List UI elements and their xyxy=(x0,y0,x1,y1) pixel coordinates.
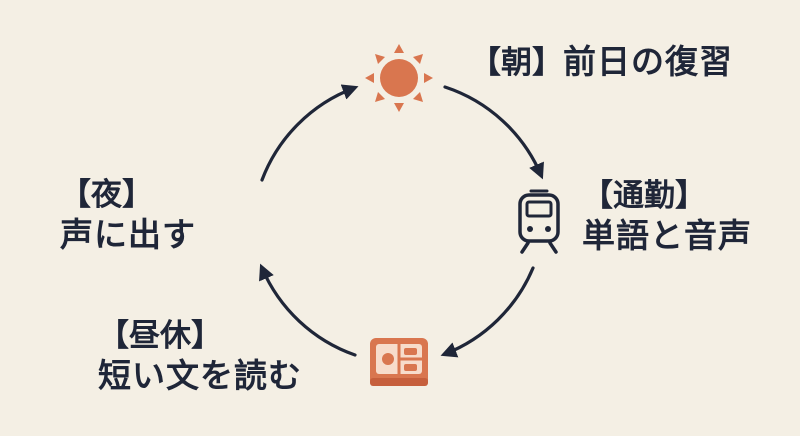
crescent-moon-icon xyxy=(237,201,277,244)
lunch-activity: 短い文を読む xyxy=(98,355,302,395)
sun-icon xyxy=(365,44,433,112)
lunch-heading: 【昼休】 xyxy=(98,318,222,354)
train-icon xyxy=(518,189,560,254)
night-heading: 【夜】 xyxy=(60,177,153,213)
commute-heading: 【通勤】 xyxy=(582,178,706,214)
night-activity: 声に出す xyxy=(60,214,196,254)
arrow-moon-to-sun xyxy=(260,84,359,182)
arrow-bento-to-moon xyxy=(259,263,357,357)
morning-label: 【朝】前日の復習 xyxy=(470,42,733,83)
bento-box-icon xyxy=(370,338,428,386)
night-label: 【夜】 声に出す xyxy=(60,177,196,255)
commute-activity: 単語と音声 xyxy=(582,215,752,255)
arrow-sun-to-train xyxy=(443,85,544,180)
morning-heading: 【朝】 xyxy=(470,45,563,81)
morning-activity: 前日の復習 xyxy=(563,42,733,81)
commute-label: 【通勤】 単語と音声 xyxy=(582,178,752,256)
arrow-train-to-bento xyxy=(440,266,535,358)
lunch-label: 【昼休】 短い文を読む xyxy=(98,318,302,396)
